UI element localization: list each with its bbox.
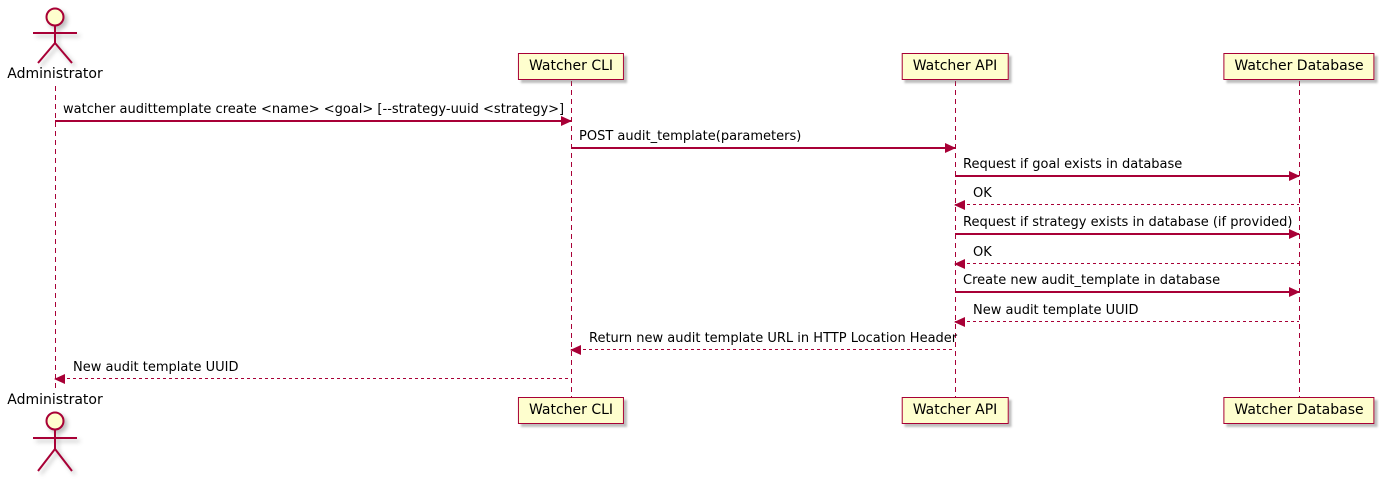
participant-top-db: Watcher Database: [1223, 53, 1375, 80]
message-line: [55, 120, 571, 122]
message-line: [955, 263, 1299, 264]
message-label: New audit template UUID: [973, 303, 1139, 318]
lifeline-admin: [55, 86, 56, 392]
participant-bottom-db: Watcher Database: [1223, 397, 1375, 424]
message-line: [955, 291, 1299, 293]
actor-administrator-bottom: Administrator: [5, 392, 105, 478]
participant-bottom-api: Watcher API: [901, 397, 1009, 424]
arrowhead-icon: [954, 258, 965, 269]
actor-icon: [33, 7, 77, 64]
arrowhead-icon: [570, 344, 581, 355]
arrowhead-icon: [954, 199, 965, 210]
arrowhead-icon: [945, 142, 956, 153]
arrowhead-icon: [1289, 286, 1300, 297]
message-line: [571, 349, 955, 350]
message-line: [955, 233, 1299, 235]
actor-administrator-top: Administrator: [5, 6, 105, 82]
message-label: watcher audittemplate create <name> <goa…: [63, 102, 565, 117]
message-label: OK: [973, 186, 992, 201]
arrowhead-icon: [1289, 170, 1300, 181]
message-label: Request if strategy exists in database (…: [963, 215, 1293, 230]
lifeline-api: [955, 81, 956, 397]
message-label: Create new audit_template in database: [963, 273, 1221, 288]
message-line: [55, 378, 571, 379]
message-label: Request if goal exists in database: [963, 157, 1183, 172]
lifeline-cli: [571, 81, 572, 397]
message-line: [955, 175, 1299, 177]
arrowhead-icon: [1289, 228, 1300, 239]
arrowhead-icon: [954, 316, 965, 327]
message-line: [571, 147, 955, 149]
arrowhead-icon: [54, 373, 65, 384]
participant-top-cli: Watcher CLI: [517, 53, 625, 80]
actor-label: Administrator: [7, 392, 103, 408]
message-label: Return new audit template URL in HTTP Lo…: [589, 331, 958, 346]
message-label: OK: [973, 245, 992, 260]
participant-top-api: Watcher API: [901, 53, 1009, 80]
message-line: [955, 204, 1299, 205]
message-label: New audit template UUID: [73, 360, 239, 375]
actor-label: Administrator: [7, 66, 103, 82]
message-label: POST audit_template(parameters): [579, 129, 802, 144]
participant-bottom-cli: Watcher CLI: [517, 397, 625, 424]
message-line: [955, 321, 1299, 322]
actor-icon: [33, 411, 77, 472]
arrowhead-icon: [561, 115, 572, 126]
lifeline-db: [1299, 81, 1300, 397]
